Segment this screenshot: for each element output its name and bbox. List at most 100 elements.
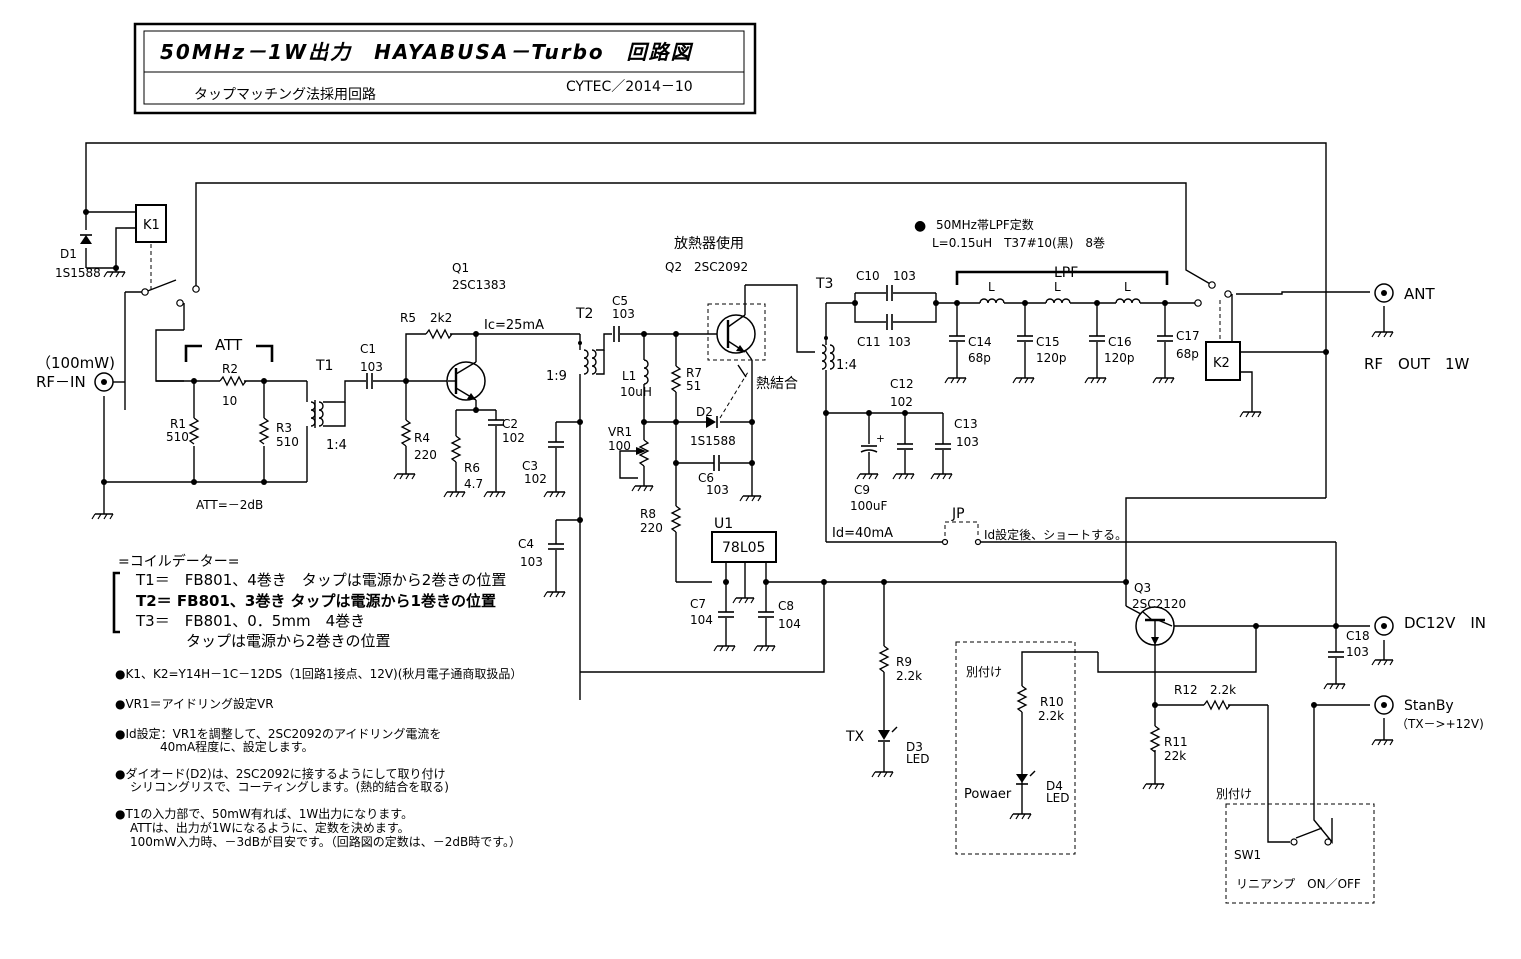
value-c18: 103 (1346, 645, 1369, 659)
value-c6: 103 (706, 483, 729, 497)
label-c11: C11 (857, 335, 881, 349)
label-ratio-t2: 1:9 (546, 369, 567, 384)
label-l1: L1 (622, 369, 636, 383)
label-lpf-note-title: 50MHz帯LPF定数 (936, 217, 1034, 232)
value-c5: 103 (612, 307, 635, 321)
label-c5: C5 (612, 294, 628, 308)
label-c4: C4 (518, 537, 534, 551)
label-t1: T1 (315, 358, 333, 374)
label-separate-1: 別付け (966, 665, 1002, 679)
value-r6: 4.7 (464, 477, 483, 491)
coil-t3a: T3＝ FB801、0．5mm 4巻き (135, 612, 365, 630)
label-ratio-t3: 1:4 (836, 358, 857, 373)
note-d2-1: ●ダイオード(D2)は、2SC2092に接するようにして取り付け (115, 766, 446, 781)
value-r4: 220 (414, 448, 437, 462)
coil-t2: T2＝ FB801、3巻き タップは電源から1巻きの位置 (136, 592, 496, 610)
label-c3: C3 (522, 459, 538, 473)
svg-text:+: + (876, 433, 885, 445)
separate-box-switch (1225, 803, 1375, 904)
label-q1: Q1 (452, 261, 469, 275)
value-c3: 102 (524, 472, 547, 486)
note-id-2: 40mA程度に、設定します。 (160, 739, 314, 754)
label-k1: K1 (143, 218, 160, 233)
value-r8: 220 (640, 521, 663, 535)
label-lpf: LPF (1054, 265, 1078, 281)
label-att-value: ATT=－2dB (196, 498, 263, 512)
label-standby-note: （TX－>+12V) (1396, 717, 1484, 731)
notes-block: =コイルデーター= T1＝ FB801、4巻き タップは電源から2巻きの位置 T… (112, 553, 522, 849)
label-l-2: L (1054, 280, 1061, 294)
label-r2: R2 (222, 362, 238, 376)
subtitle-text: タップマッチング法採用回路 (194, 87, 376, 103)
value-c14: 68p (968, 351, 991, 365)
led-d3 (878, 730, 890, 740)
value-vr1: 100 (608, 439, 631, 453)
label-r11: R11 (1164, 735, 1188, 749)
label-heatsink: 放熱器使用 (674, 235, 744, 252)
label-separate-2: 別付け (1216, 787, 1252, 801)
label-dc-in: DC12V IN (1404, 614, 1486, 632)
label-d3: D3 (906, 740, 923, 754)
label-rf-in-power: （100mW) (36, 354, 115, 372)
part-labels: K1 K2 D1 1S1588 （100mW) RF－IN ATT R2 10 … (36, 217, 1486, 891)
diode-d1 (80, 235, 92, 244)
coil-t1: T1＝ FB801、4巻き タップは電源から2巻きの位置 (135, 571, 506, 589)
label-c2: C2 (502, 417, 518, 431)
value-r9: 2.2k (896, 669, 922, 683)
label-r3: R3 (276, 421, 292, 435)
label-standby: StanBy (1404, 698, 1454, 714)
label-c13: C13 (954, 417, 978, 431)
value-d1: 1S1588 (55, 266, 101, 280)
value-c11: 103 (888, 335, 911, 349)
note-relay: ●K1、K2=Y14H－1C－12DS（1回路1接点、12V)(秋月電子通商取扱… (115, 666, 522, 681)
label-c15: C15 (1036, 335, 1060, 349)
value-c9: 100uF (850, 499, 888, 513)
separate-box-power (955, 641, 1076, 855)
label-c9: C9 (854, 483, 870, 497)
label-k2: K2 (1213, 356, 1230, 371)
label-vr1: VR1 (608, 425, 632, 439)
author-date-text: CYTEC／2014－10 (566, 79, 693, 95)
label-c18: C18 (1346, 629, 1370, 643)
value-r7: 51 (686, 379, 701, 393)
label-rf-out: RF OUT 1W (1364, 355, 1470, 373)
label-r1: R1 (170, 417, 186, 431)
note-t1-1: ●T1の入力部で、50mW有れば、1W出力になります。 (115, 806, 413, 821)
label-l-1: L (988, 280, 995, 294)
value-u1: 78L05 (722, 540, 765, 556)
label-d1: D1 (60, 247, 77, 261)
label-rf-in: RF－IN (36, 373, 86, 391)
note-d2-2: シリコングリスで、コーティングします。(熱的結合を取る) (130, 779, 449, 794)
value-r11: 22k (1164, 749, 1186, 763)
value-c2: 102 (502, 431, 525, 445)
value-q2: 2SC2092 (694, 260, 748, 274)
value-c7: 104 (690, 613, 713, 627)
label-c1: C1 (360, 342, 376, 356)
value-q1: 2SC1383 (452, 278, 506, 292)
label-c12: C12 (890, 377, 914, 391)
label-d2: D2 (696, 405, 713, 419)
label-c6: C6 (698, 471, 714, 485)
label-c7: C7 (690, 597, 706, 611)
label-u1: U1 (714, 516, 733, 532)
value-c13: 103 (956, 435, 979, 449)
label-r7: R7 (686, 366, 702, 380)
title-block: 50MHz－1W出力 HAYABUSA－Turbo 回路図 タップマッチング法採… (133, 22, 757, 115)
label-c14: C14 (968, 335, 992, 349)
junctions (83, 209, 1339, 708)
note-t1-2: ATTは、出力が1Wになるように、定数を決めます。 (130, 820, 410, 835)
label-r8: R8 (640, 507, 656, 521)
wiring (85, 142, 1385, 844)
label-power-led: Powaer (964, 787, 1012, 802)
label-t2: T2 (575, 306, 593, 322)
regulator-u1 (711, 531, 777, 563)
lpf-note-bullet: ● (914, 218, 926, 234)
value-r12: 2.2k (1210, 683, 1236, 697)
label-jp-note: Id設定後、ショートする。 (984, 527, 1127, 542)
label-d4: D4 (1046, 779, 1063, 793)
relay-k1 (135, 204, 167, 243)
label-r12: R12 (1174, 683, 1198, 697)
label-r10: R10 (1040, 695, 1064, 709)
value-r10: 2.2k (1038, 709, 1064, 723)
